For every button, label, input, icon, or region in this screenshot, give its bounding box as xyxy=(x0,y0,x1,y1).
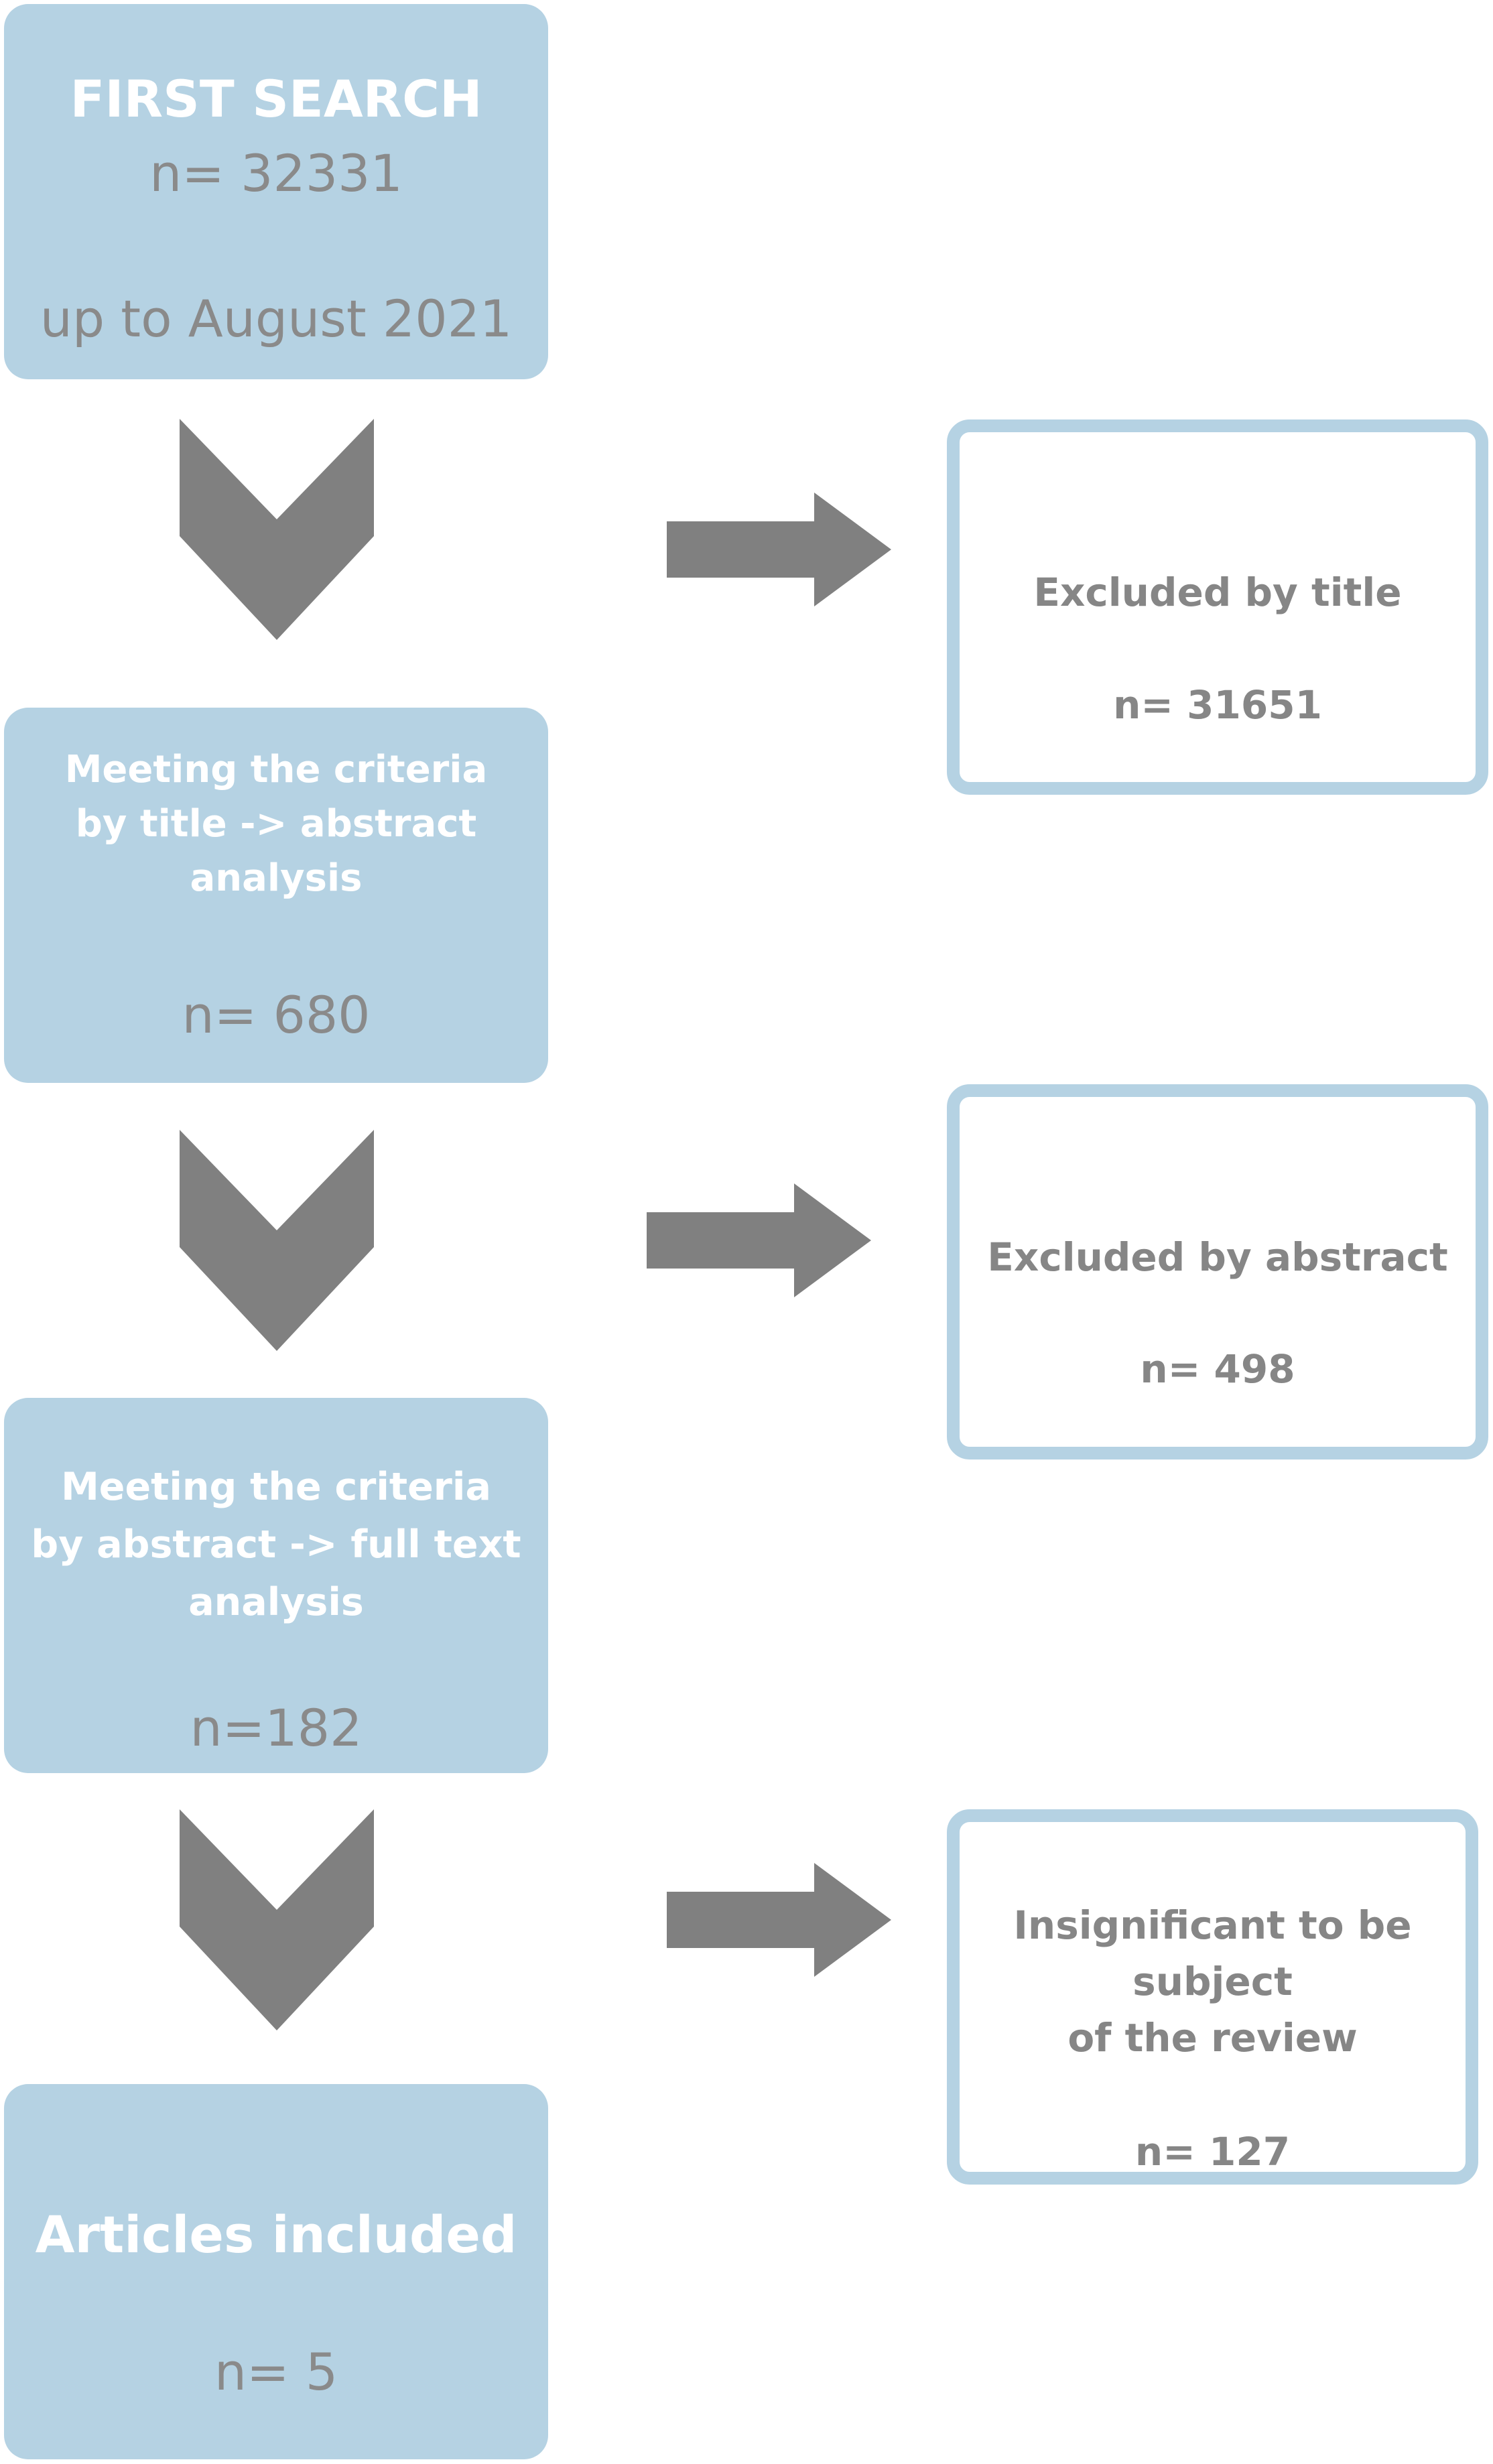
excluded-by-title-box: Excluded by title n= 31651 xyxy=(947,419,1488,795)
title-stage-line-3: analysis xyxy=(190,856,363,900)
title-stage-line-2: by title -> abstract xyxy=(75,802,477,846)
first-search-box: FIRST SEARCH n= 32331 up to August 2021 xyxy=(4,4,548,379)
insignificant-count: n= 127 xyxy=(1134,2129,1291,2175)
excluded-by-abstract-box: Excluded by abstract n= 498 xyxy=(947,1084,1488,1460)
abstract-stage-line-1: Meeting the criteria xyxy=(61,1465,491,1509)
abstract-stage-line-3: analysis xyxy=(188,1580,364,1624)
abstract-stage-count: n=182 xyxy=(190,1698,363,1758)
title-stage-line-1: Meeting the criteria xyxy=(64,748,488,791)
articles-included-box: Articles included n= 5 xyxy=(4,2084,548,2459)
first-search-title: FIRST SEARCH xyxy=(70,69,482,129)
articles-included-title: Articles included xyxy=(35,2205,517,2264)
insignificant-line-3: of the review xyxy=(1067,2015,1358,2061)
arrow-right-icon xyxy=(647,1183,871,1297)
arrow-right-icon xyxy=(667,1863,891,1977)
title-stage-box: Meeting the criteria by title -> abstrac… xyxy=(4,708,548,1083)
insignificant-box: Insignificant to be subject of the revie… xyxy=(947,1809,1478,2185)
chevron-down-icon xyxy=(180,1809,374,2030)
excluded-by-title-label: Excluded by title xyxy=(1033,570,1402,615)
articles-included-count: n= 5 xyxy=(214,2342,338,2402)
title-stage-count: n= 680 xyxy=(182,985,371,1045)
first-search-count: n= 32331 xyxy=(149,143,403,203)
excluded-by-title-count: n= 31651 xyxy=(1113,682,1322,728)
arrow-right-icon xyxy=(667,493,891,606)
abstract-stage-box: Meeting the criteria by abstract -> full… xyxy=(4,1398,548,1773)
excluded-by-abstract-label: Excluded by abstract xyxy=(987,1234,1448,1280)
abstract-stage-line-2: by abstract -> full text xyxy=(31,1522,521,1567)
chevron-down-icon xyxy=(180,419,374,640)
insignificant-line-2: subject xyxy=(1132,1959,1293,2004)
insignificant-line-1: Insignificant to be xyxy=(1013,1902,1412,1948)
excluded-by-abstract-count: n= 498 xyxy=(1140,1346,1295,1392)
chevron-down-icon xyxy=(180,1130,374,1351)
first-search-date: up to August 2021 xyxy=(40,289,513,348)
